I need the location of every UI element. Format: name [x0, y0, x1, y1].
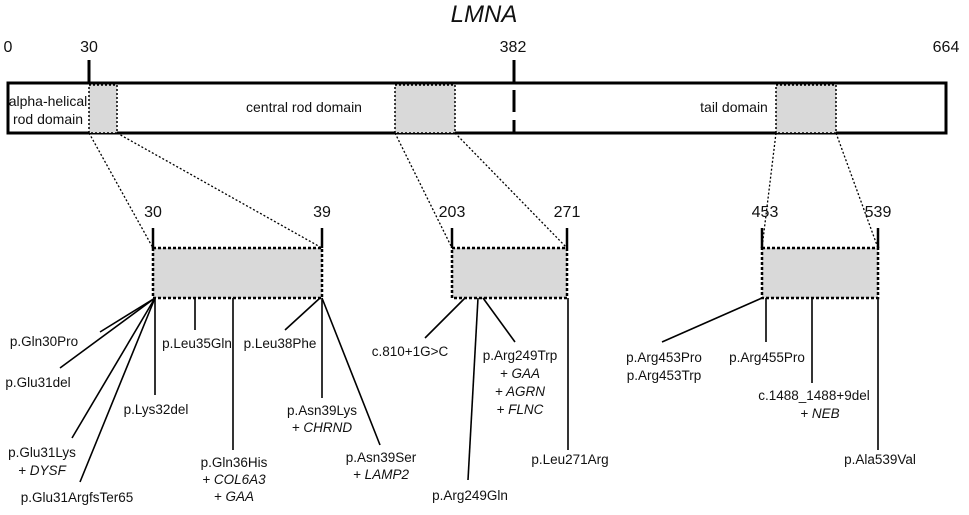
variant-gln36his-cogene-2: + GAA: [214, 489, 254, 504]
variant-gln30pro: p.Gln30Pro: [10, 334, 78, 349]
domain-alpha-label-2: rod domain: [13, 111, 83, 127]
variant-leader-lines: [59, 297, 879, 483]
variant-c1488-cogene: + NEB: [800, 406, 839, 421]
variant-c810: c.810+1G>C: [372, 344, 449, 359]
variant-asn39lys: p.Asn39Lys: [287, 403, 357, 418]
region-highlight-2: [394, 84, 456, 134]
variant-asn39ser-cogene: + LAMP2: [353, 467, 409, 482]
zoom1-end-label: 39: [313, 204, 331, 221]
variant-leu35gln: p.Leu35Gln: [162, 336, 232, 351]
variant-arg249trp-cogene-2: + AGRN: [495, 384, 545, 399]
variant-arg249gln: p.Arg249Gln: [432, 488, 508, 503]
variant-arg249trp-cogene-1: + GAA: [500, 366, 540, 381]
zoom-box-453-539: [760, 246, 880, 300]
variant-c1488: c.1488_1488+9del: [758, 388, 869, 403]
variant-leu271arg: p.Leu271Arg: [531, 452, 608, 467]
variant-gln36his-cogene-1: + COL6A3: [202, 472, 266, 487]
zoom3-end-label: 539: [865, 204, 892, 221]
domain-alpha-label-1: alpha-helical: [9, 93, 88, 109]
variant-glu31lys-cogene: + DYSF: [18, 463, 66, 478]
variant-asn39ser: p.Asn39Ser: [346, 450, 417, 465]
zoom-box-30-39: [151, 246, 324, 300]
variant-lys32del: p.Lys32del: [124, 402, 189, 417]
zoom2-start-label: 203: [439, 204, 466, 221]
scale-marker-382-label: 382: [500, 39, 527, 56]
variant-asn39lys-cogene: + CHRND: [292, 420, 353, 435]
domain-central-label: central rod domain: [246, 99, 362, 115]
variant-arg249trp: p.Arg249Trp: [483, 348, 558, 363]
scale-end-label: 664: [933, 39, 960, 56]
region-highlight-3: [775, 84, 837, 134]
variant-leu38phe: p.Leu38Phe: [244, 336, 317, 351]
scale-marker-30-label: 30: [80, 39, 98, 56]
variant-gln36his: p.Gln36His: [201, 455, 268, 470]
variant-glu31del: p.Glu31del: [5, 375, 70, 390]
zoom-connectors: [88, 132, 879, 249]
zoom1-start-label: 30: [144, 204, 162, 221]
variant-ala539val: p.Ala539Val: [844, 452, 916, 467]
scale-start-label: 0: [4, 39, 13, 56]
zoom2-end-label: 271: [554, 204, 581, 221]
variant-arg453pro: p.Arg453Pro: [626, 350, 702, 365]
zoom-box-203-271: [450, 246, 569, 300]
variant-glu31argfster65: p.Glu31ArgfsTer65: [21, 490, 134, 505]
gene-title: LMNA: [451, 1, 518, 28]
variant-glu31lys: p.Glu31Lys: [8, 445, 76, 460]
zoom3-start-label: 453: [752, 204, 779, 221]
variant-arg453trp: p.Arg453Trp: [627, 368, 702, 383]
variant-arg455pro: p.Arg455Pro: [729, 350, 805, 365]
domain-tail-label: tail domain: [700, 99, 768, 115]
region-highlight-1: [88, 84, 118, 134]
zoom-ticks: [151, 228, 880, 248]
variant-arg249trp-cogene-3: + FLNC: [497, 402, 544, 417]
